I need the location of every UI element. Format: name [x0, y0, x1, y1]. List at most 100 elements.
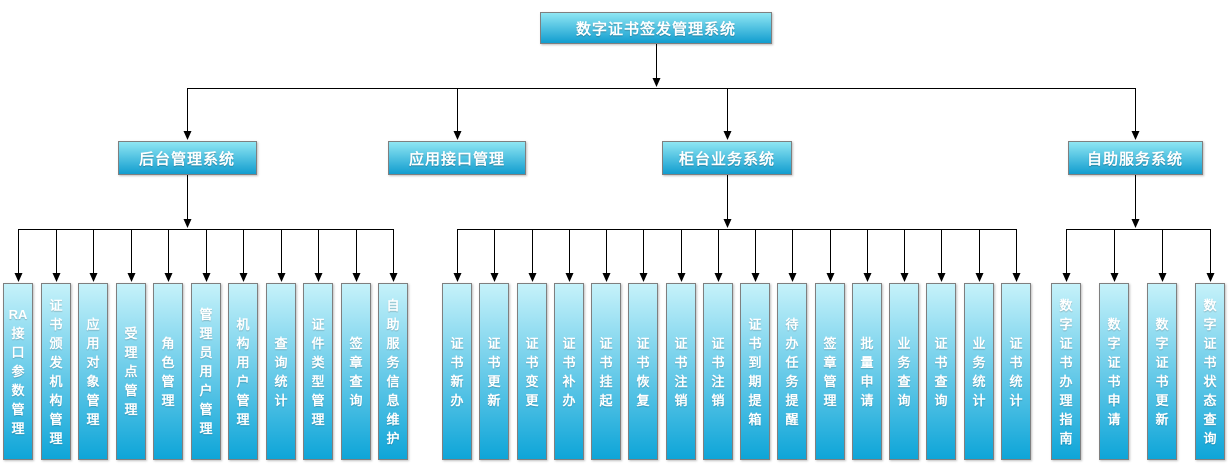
leaf-node: 待办任务提醒: [777, 283, 807, 460]
leaf-node: 证书查询: [926, 283, 956, 460]
leaf-label-char: 书: [934, 354, 948, 370]
leaf-label-char: 类: [311, 354, 325, 370]
leaf-label-char: 发: [49, 354, 63, 370]
leaf-label-char: 字: [1059, 316, 1073, 332]
leaf-label-char: 到: [748, 354, 762, 370]
leaf-label-char: 销: [711, 392, 725, 408]
leaf-label-char: 数: [1059, 297, 1073, 313]
leaf-label-char: 管: [161, 373, 175, 389]
leaf-label-char: 新: [487, 392, 501, 408]
leaf-label-char: 查: [934, 373, 948, 389]
leaf-label-char: 询: [1203, 430, 1217, 446]
leaf-label-char: 醒: [785, 411, 799, 427]
leaf-label-char: 管: [86, 392, 100, 408]
leaf-label-char: 询: [934, 392, 948, 408]
leaf-label-char: 章: [349, 354, 363, 370]
branch-node: 自助服务系统: [1067, 141, 1203, 175]
leaf-label-char: 证: [450, 335, 464, 351]
leaf-label-char: 书: [562, 354, 576, 370]
leaf-label-char: 办: [562, 392, 576, 408]
leaf-label-char: 书: [525, 354, 539, 370]
leaf-node: 签章管理: [815, 283, 845, 460]
leaf-label-char: 新: [450, 373, 464, 389]
leaf-label-char: 箱: [748, 411, 762, 427]
leaf-label-char: 南: [1059, 430, 1073, 446]
leaf-label-char: 字: [1155, 335, 1169, 351]
leaf-label-char: 机: [236, 316, 250, 332]
leaf-label-char: 维: [386, 411, 400, 427]
leaf-label-char: 管: [49, 411, 63, 427]
leaf-label-char: 证: [636, 335, 650, 351]
leaf-label-char: 书: [450, 354, 464, 370]
leaf-label-char: 机: [49, 373, 63, 389]
leaf-label-char: 提: [785, 392, 799, 408]
leaf-label-char: 业: [897, 335, 911, 351]
leaf-label-char: 管: [311, 392, 325, 408]
leaf-label-char: 书: [1203, 354, 1217, 370]
leaf-label-char: 理: [124, 402, 138, 417]
leaf-label-char: 期: [748, 373, 762, 389]
leaf-label-char: 自: [386, 297, 400, 313]
leaf-label-char: 数: [1107, 316, 1121, 332]
leaf-label-char: 员: [199, 345, 213, 360]
leaf-label-char: 户: [199, 383, 213, 398]
leaf-node: 证书补办: [554, 283, 584, 460]
leaf-label-char: 证: [49, 297, 63, 313]
leaf-label-char: 口: [11, 345, 25, 360]
leaf-node: 数字证书更新: [1147, 283, 1177, 460]
leaf-label-char: 统: [972, 373, 986, 389]
leaf-label-char: 理: [1059, 392, 1073, 408]
leaf-label-char: 书: [1107, 373, 1121, 389]
leaf-label-char: 书: [1059, 354, 1073, 370]
leaf-label-char: 证: [562, 335, 576, 351]
leaf-label-char: 管: [11, 402, 25, 417]
leaf-label-char: 护: [386, 430, 400, 446]
leaf-label-char: 服: [386, 335, 400, 351]
leaf-label-char: 证: [525, 335, 539, 351]
leaf-label-char: 变: [525, 373, 539, 389]
leaf-label-char: 数: [1203, 297, 1217, 313]
leaf-label-char: 计: [1009, 392, 1023, 408]
leaf-label-char: 书: [748, 335, 762, 351]
leaf-label-char: 证: [1107, 354, 1121, 370]
leaf-node: 批量申请: [852, 283, 882, 460]
leaf-label-char: 户: [236, 373, 250, 389]
leaf-node: 角色管理: [153, 283, 183, 460]
leaf-label-char: 询: [274, 354, 288, 370]
leaf-label-char: 书: [636, 354, 650, 370]
leaf-label-char: 查: [897, 373, 911, 389]
leaf-label-char: 业: [972, 335, 986, 351]
leaf-label-char: 理: [11, 421, 25, 436]
leaf-label-char: 受: [124, 326, 138, 341]
leaf-label-char: 理: [124, 345, 138, 360]
leaf-label-char: 申: [860, 373, 874, 389]
leaf-label-char: 信: [386, 373, 400, 389]
leaf-node: 证书统计: [1001, 283, 1031, 460]
leaf-label-char: 管: [823, 373, 837, 389]
leaf-label-char: 待: [785, 316, 799, 332]
leaf-label-char: 理: [49, 430, 63, 446]
leaf-label-char: 用: [86, 335, 100, 351]
leaf-label-char: 字: [1203, 316, 1217, 332]
leaf-label-char: 务: [897, 354, 911, 370]
leaf-label-char: 理: [823, 392, 837, 408]
leaf-label-char: 色: [161, 354, 175, 370]
leaf-label-char: 构: [236, 335, 250, 351]
leaf-label-char: 询: [897, 392, 911, 408]
leaf-label-char: 书: [487, 354, 501, 370]
leaf-node: 证书新办: [442, 283, 472, 460]
leaf-label-char: 注: [711, 373, 725, 389]
leaf-label-char: 型: [311, 373, 325, 389]
branch-node: 应用接口管理: [388, 141, 526, 175]
leaf-label-char: 提: [748, 392, 762, 408]
leaf-label-char: 助: [386, 316, 400, 332]
leaf-label-char: 用: [236, 354, 250, 370]
leaf-label-char: 接: [11, 326, 25, 341]
leaf-label-char: 数: [1155, 316, 1169, 332]
branch-node: 后台管理系统: [117, 141, 257, 175]
leaf-label-char: 件: [311, 335, 325, 351]
leaf-label-char: 证: [1155, 354, 1169, 370]
leaf-node: 应用对象管理: [78, 283, 108, 460]
leaf-label-char: 办: [450, 392, 464, 408]
